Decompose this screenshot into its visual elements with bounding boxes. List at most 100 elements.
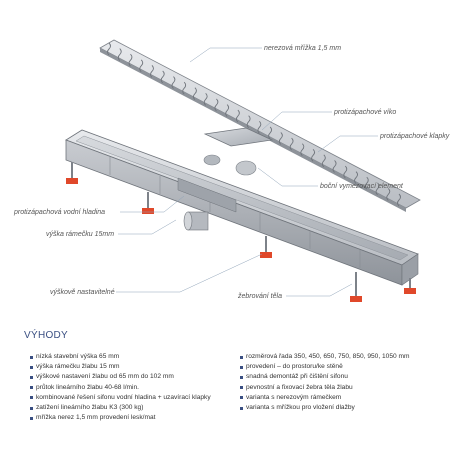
benefits-list-right: rozměrová řada 350, 450, 650, 750, 850, … (240, 352, 410, 413)
channel-side-wall (65, 139, 403, 286)
square-bullet-icon (30, 396, 33, 400)
callout-adjustable: výškově nastavitelné (50, 289, 115, 296)
benefit-text: rozměrová řada 350, 450, 650, 750, 850, … (246, 353, 410, 360)
grate-slot (214, 98, 219, 112)
square-bullet-icon (30, 375, 33, 379)
benefit-text: výška rámečku žlabu 15 mm (36, 363, 120, 371)
outlet-pipe-end (183, 211, 193, 231)
callout-grate: nerezová mřížka 1,5 mm (264, 45, 342, 52)
square-bullet-icon (30, 355, 33, 359)
square-bullet-icon (30, 406, 33, 410)
square-bullet-icon (30, 386, 33, 390)
grate-slot (139, 59, 144, 73)
benefit-item: snadná demontáž při čištění sifonu (240, 372, 410, 382)
benefit-item: zatížení lineárního žlabu K3 (300 kg) (30, 403, 211, 413)
benefits-list-left: nízká stavební výška 65 mm výška rámečku … (30, 352, 211, 423)
benefit-text: varianta s mřížkou pro vložení dlažby (246, 404, 355, 412)
benefit-text: výškové nastavení žlabu od 65 mm do 102 … (36, 373, 174, 381)
benefit-item: pevnostní a fixovací žebra těla žlabu (240, 383, 410, 393)
square-bullet-icon (30, 365, 33, 369)
grate-slot (311, 148, 316, 162)
benefit-item: kombinované řešení sifonu vodní hladina … (30, 393, 211, 403)
benefit-item: nízká stavební výška 65 mm (30, 352, 211, 362)
benefit-item: výška rámečku žlabu 15 mm (30, 362, 211, 372)
grate-slot (128, 53, 133, 67)
grate-edge (100, 48, 406, 212)
benefit-item: varianta s mřížkou pro vložení dlažby (240, 403, 410, 413)
grate-slot (300, 143, 305, 156)
grate-slot (332, 160, 337, 173)
grate-slot (150, 65, 154, 78)
benefit-text: varianta s nerezovým rámečkem (246, 393, 342, 401)
grate-slot (364, 176, 369, 190)
benefit-item: výškové nastavení žlabu od 65 mm do 102 … (30, 372, 211, 382)
benefit-item: rozměrová řada 350, 450, 650, 750, 850, … (240, 352, 410, 362)
callout-frame-height: výška rámečku 15mm (46, 231, 115, 238)
grate-slot (160, 70, 165, 84)
callout-odor-lid: protizápachové víko (334, 109, 397, 116)
drain-diagram (65, 39, 421, 302)
grate-slot (354, 171, 358, 184)
grate-slot (257, 120, 262, 134)
benefits-title: VÝHODY (24, 330, 69, 341)
square-bullet-icon (240, 375, 243, 379)
grate-slot (289, 137, 294, 151)
grate-slot (375, 182, 380, 196)
benefit-text: snadná demontáž při čištění sifonu (246, 373, 348, 381)
odor-lid-group (203, 127, 274, 176)
channel-end-wall (401, 253, 419, 286)
grate-slot (343, 165, 348, 179)
grate-group (99, 39, 421, 212)
foot (260, 236, 272, 258)
callout-side-element: boční vymezovací element (320, 183, 403, 190)
square-bullet-icon (240, 396, 243, 400)
odor-lid (203, 127, 274, 147)
benefit-text: pevnostní a fixovací žebra těla žlabu (246, 383, 353, 391)
grate-slot (235, 109, 240, 123)
grate-slot (203, 93, 208, 106)
benefit-text: průtok lineárního žlabu 40-68 l/min. (36, 383, 139, 391)
grate-slot (182, 81, 187, 95)
grate-slot (246, 115, 251, 129)
grate-slot (278, 132, 283, 145)
benefit-item: varianta s nerezovým rámečkem (240, 393, 410, 403)
grate-slots (107, 42, 401, 207)
adjustable-feet (66, 162, 416, 302)
callout-odor-flaps: protizápachové klapky (380, 133, 450, 140)
grate-slot (386, 188, 391, 201)
grate-slot (321, 154, 326, 168)
benefit-text: zatížení lineárního žlabu K3 (300 kg) (36, 404, 144, 412)
foot (142, 192, 154, 214)
leader-lines (116, 47, 378, 297)
water-seal-box (177, 177, 237, 213)
benefit-item: průtok lineárního žlabu 40-68 l/min. (30, 383, 211, 393)
square-bullet-icon (240, 386, 243, 390)
square-bullet-icon (30, 416, 33, 420)
channel-trough (75, 135, 409, 261)
grate-slot (107, 42, 111, 56)
foot (350, 272, 362, 302)
callout-water-seal: protizápachová vodní hladina (14, 209, 106, 216)
benefit-item: mřížka nerez 1,5 mm provedení lesk/mat (30, 413, 211, 423)
square-bullet-icon (240, 365, 243, 369)
benefit-item: provedení – do prostoru/ke stěně (240, 362, 410, 372)
channel-body (65, 129, 419, 286)
odor-flap-right (235, 160, 257, 176)
grate-slot (192, 87, 197, 101)
grate-slot (268, 126, 273, 140)
square-bullet-icon (240, 406, 243, 410)
grate-slot (171, 76, 176, 89)
square-bullet-icon (240, 355, 243, 359)
benefit-text: nízká stavební výška 65 mm (36, 353, 120, 360)
grate-slot (117, 48, 122, 61)
odor-flap-left (203, 154, 221, 166)
foot (404, 278, 416, 294)
channel-ribs (109, 157, 361, 268)
benefit-text: kombinované řešení sifonu vodní hladina … (36, 393, 211, 401)
foot (66, 162, 78, 184)
benefit-text: provedení – do prostoru/ke stěně (246, 363, 343, 371)
grate-slot (397, 193, 401, 207)
benefit-text: mřížka nerez 1,5 mm provedení lesk/mat (36, 414, 156, 422)
grate-slot (225, 104, 230, 117)
callout-ribbing: žebrování těla (238, 293, 282, 300)
